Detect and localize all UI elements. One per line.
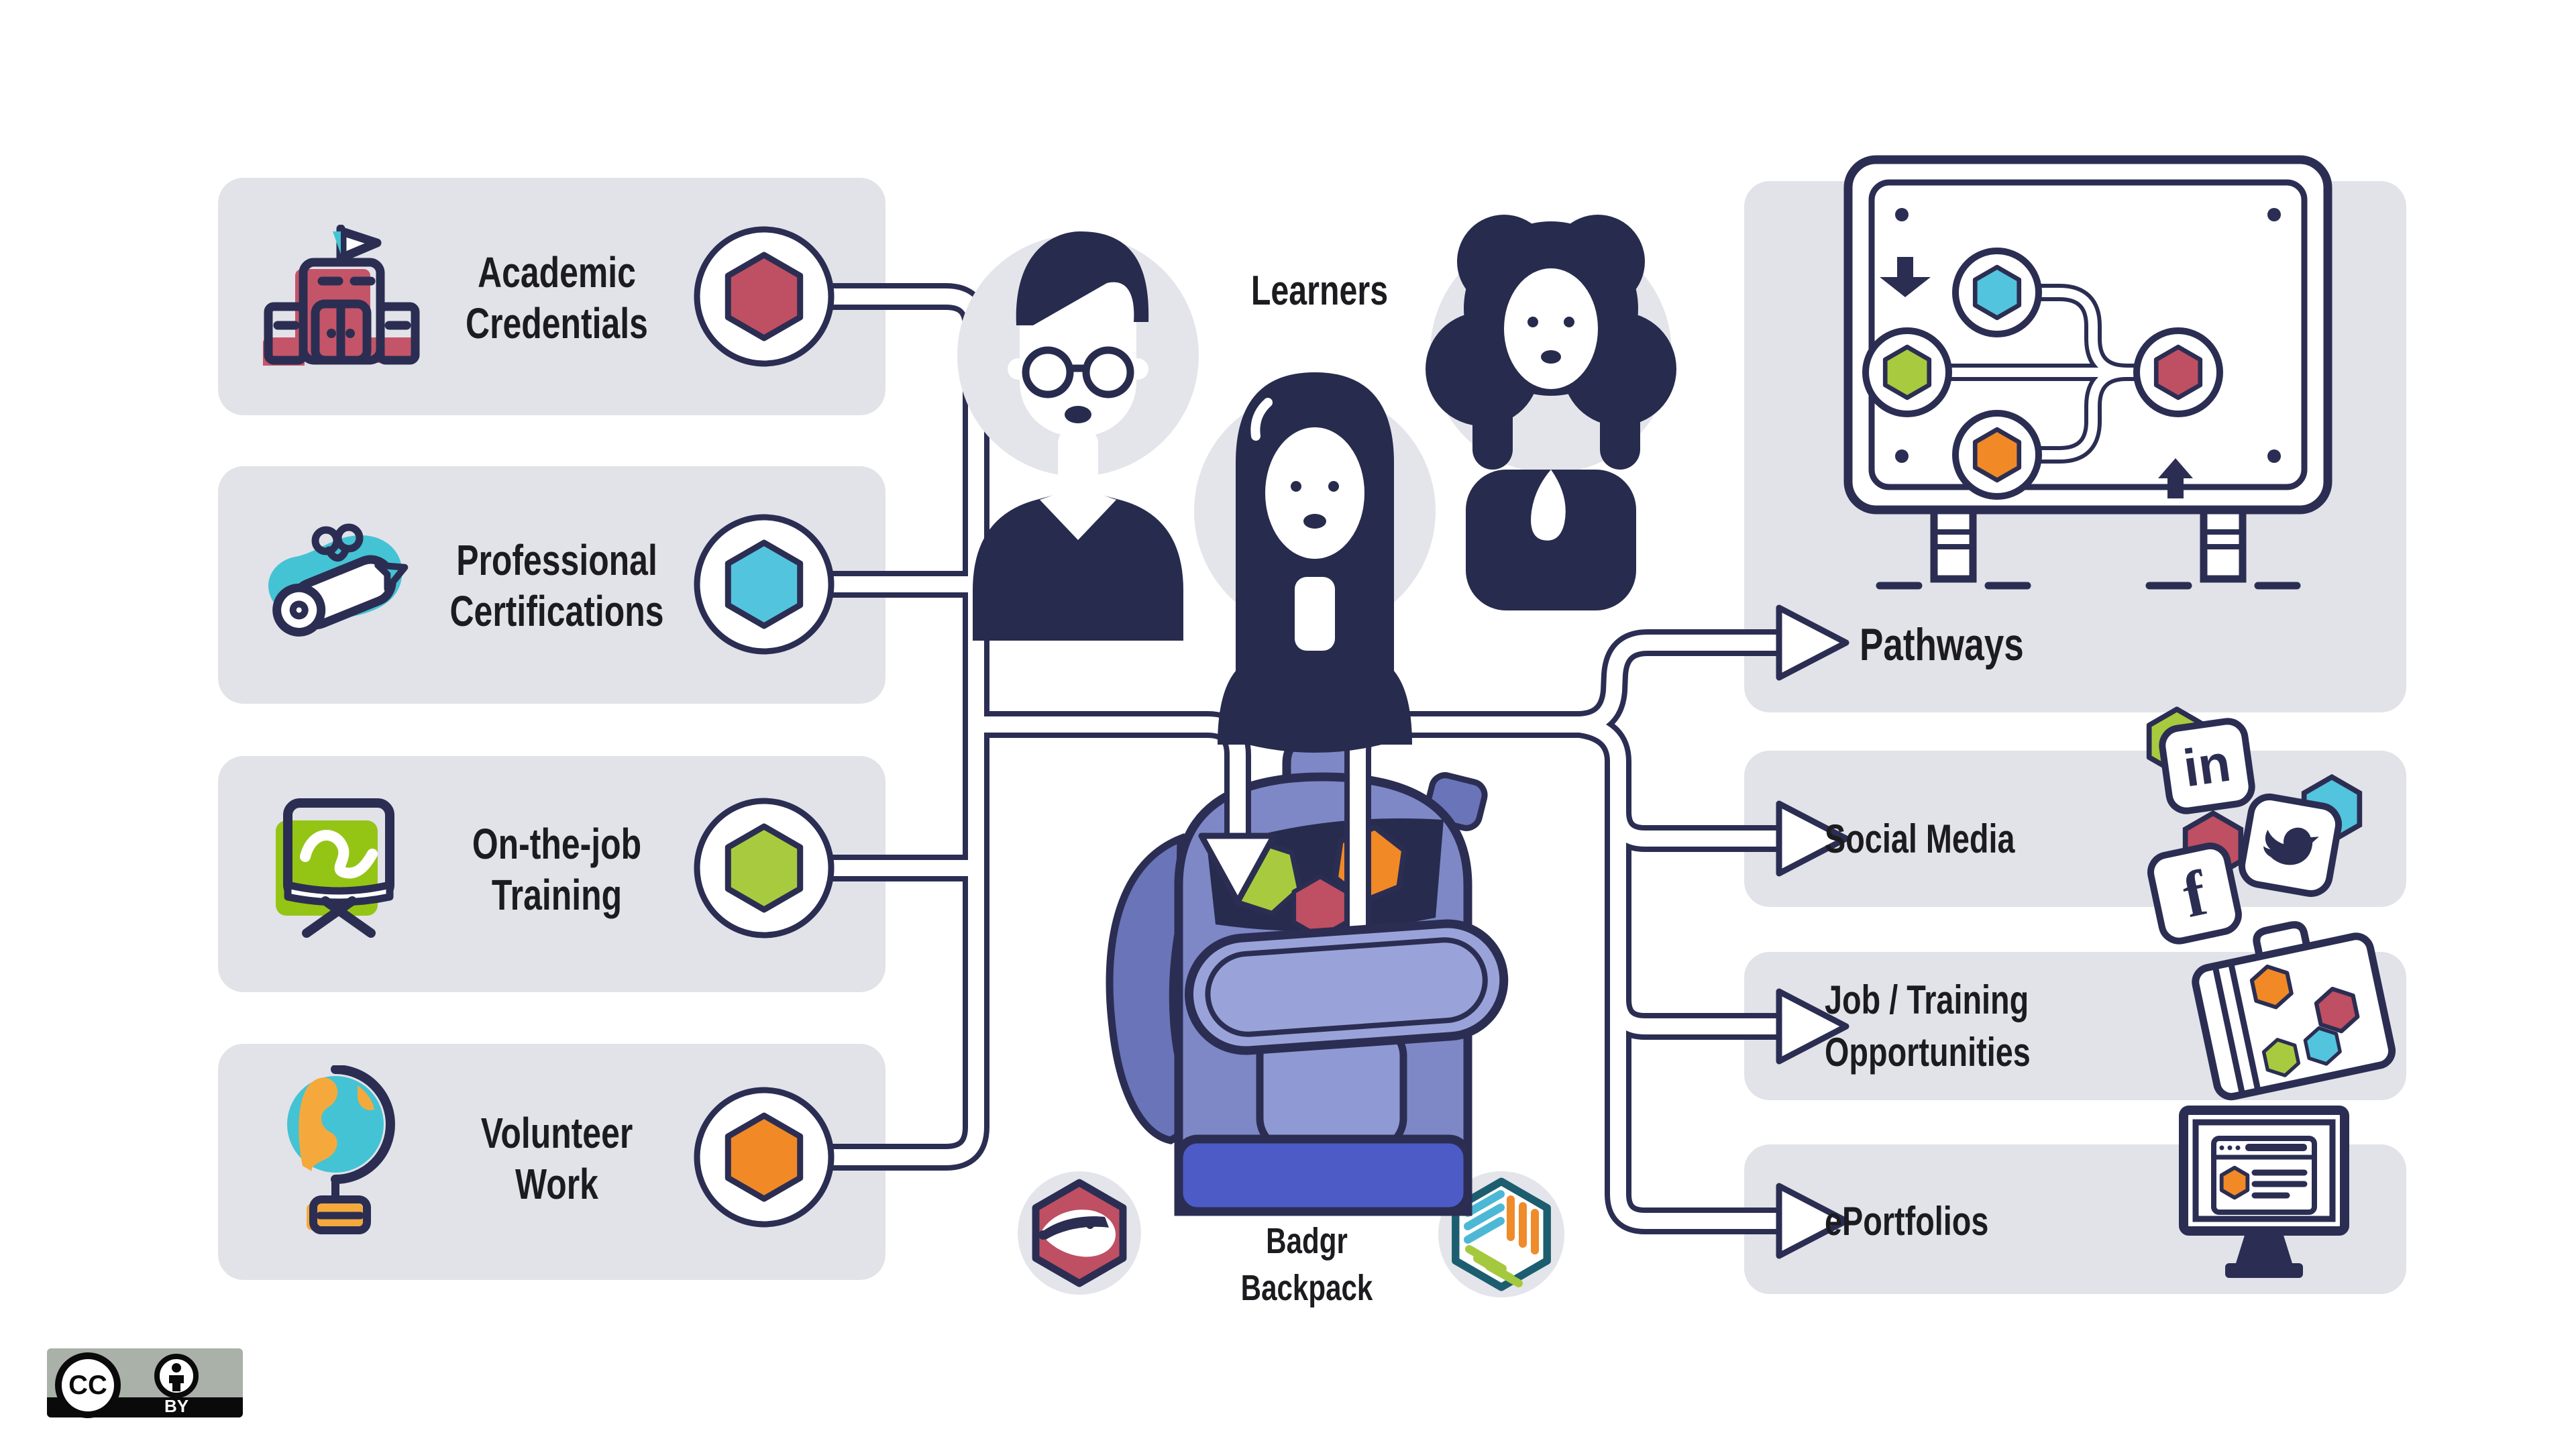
arrow-job-training xyxy=(1776,988,1849,1065)
facebook-icon: f xyxy=(2147,843,2242,945)
label-professional-certifications: Professional Certifications xyxy=(449,536,664,635)
learner-avatar-man xyxy=(957,231,1199,641)
cc-icon: CC xyxy=(55,1352,121,1418)
arrow-into-backpack xyxy=(1198,833,1277,905)
monitor-icon xyxy=(2179,1106,2349,1278)
social-icons: in f xyxy=(2120,698,2422,945)
label-social-media: Social Media xyxy=(1825,816,2015,861)
arrow-pathways xyxy=(1776,604,1849,681)
cc-by-person-icon xyxy=(154,1354,199,1398)
arrow-social-media xyxy=(1776,800,1849,877)
label-learners: Learners xyxy=(1250,268,1389,314)
label-academic-credentials: Academic Credentials xyxy=(466,248,648,347)
learner-avatar-woman-curly-hair xyxy=(1426,215,1676,610)
label-volunteer-work: Volunteer Work xyxy=(480,1109,633,1208)
backpack-front xyxy=(1174,919,1509,1216)
twitter-bird-icon xyxy=(2238,793,2343,898)
school-icon xyxy=(263,225,420,366)
source-badges xyxy=(694,226,835,1228)
label-job-training-opportunities: Job / Training Opportunities xyxy=(1825,977,2031,1075)
cc-by-label: BY xyxy=(164,1396,189,1416)
diploma-icon xyxy=(268,523,409,637)
globe-icon xyxy=(287,1065,395,1234)
learner-avatar-woman-long-hair xyxy=(1194,372,1436,753)
briefcase-icon xyxy=(2192,921,2396,1101)
label-eportfolios: ePortfolios xyxy=(1825,1199,1989,1244)
pathways-board-icon xyxy=(1843,155,2332,590)
label-pathways: Pathways xyxy=(1860,619,2024,670)
linkedin-icon: in xyxy=(2159,718,2255,814)
chalkboard-icon xyxy=(276,798,394,938)
linkedin-glyph: in xyxy=(2180,733,2234,798)
arrow-eportfolios xyxy=(1776,1183,1849,1259)
cc-license-badge: CC BY xyxy=(47,1348,243,1418)
badgr-logo-icon xyxy=(1018,1171,1141,1295)
label-on-the-job-training: On-the-job Training xyxy=(472,820,642,919)
label-badgr-backpack: Badgr Backpack xyxy=(1240,1221,1373,1308)
